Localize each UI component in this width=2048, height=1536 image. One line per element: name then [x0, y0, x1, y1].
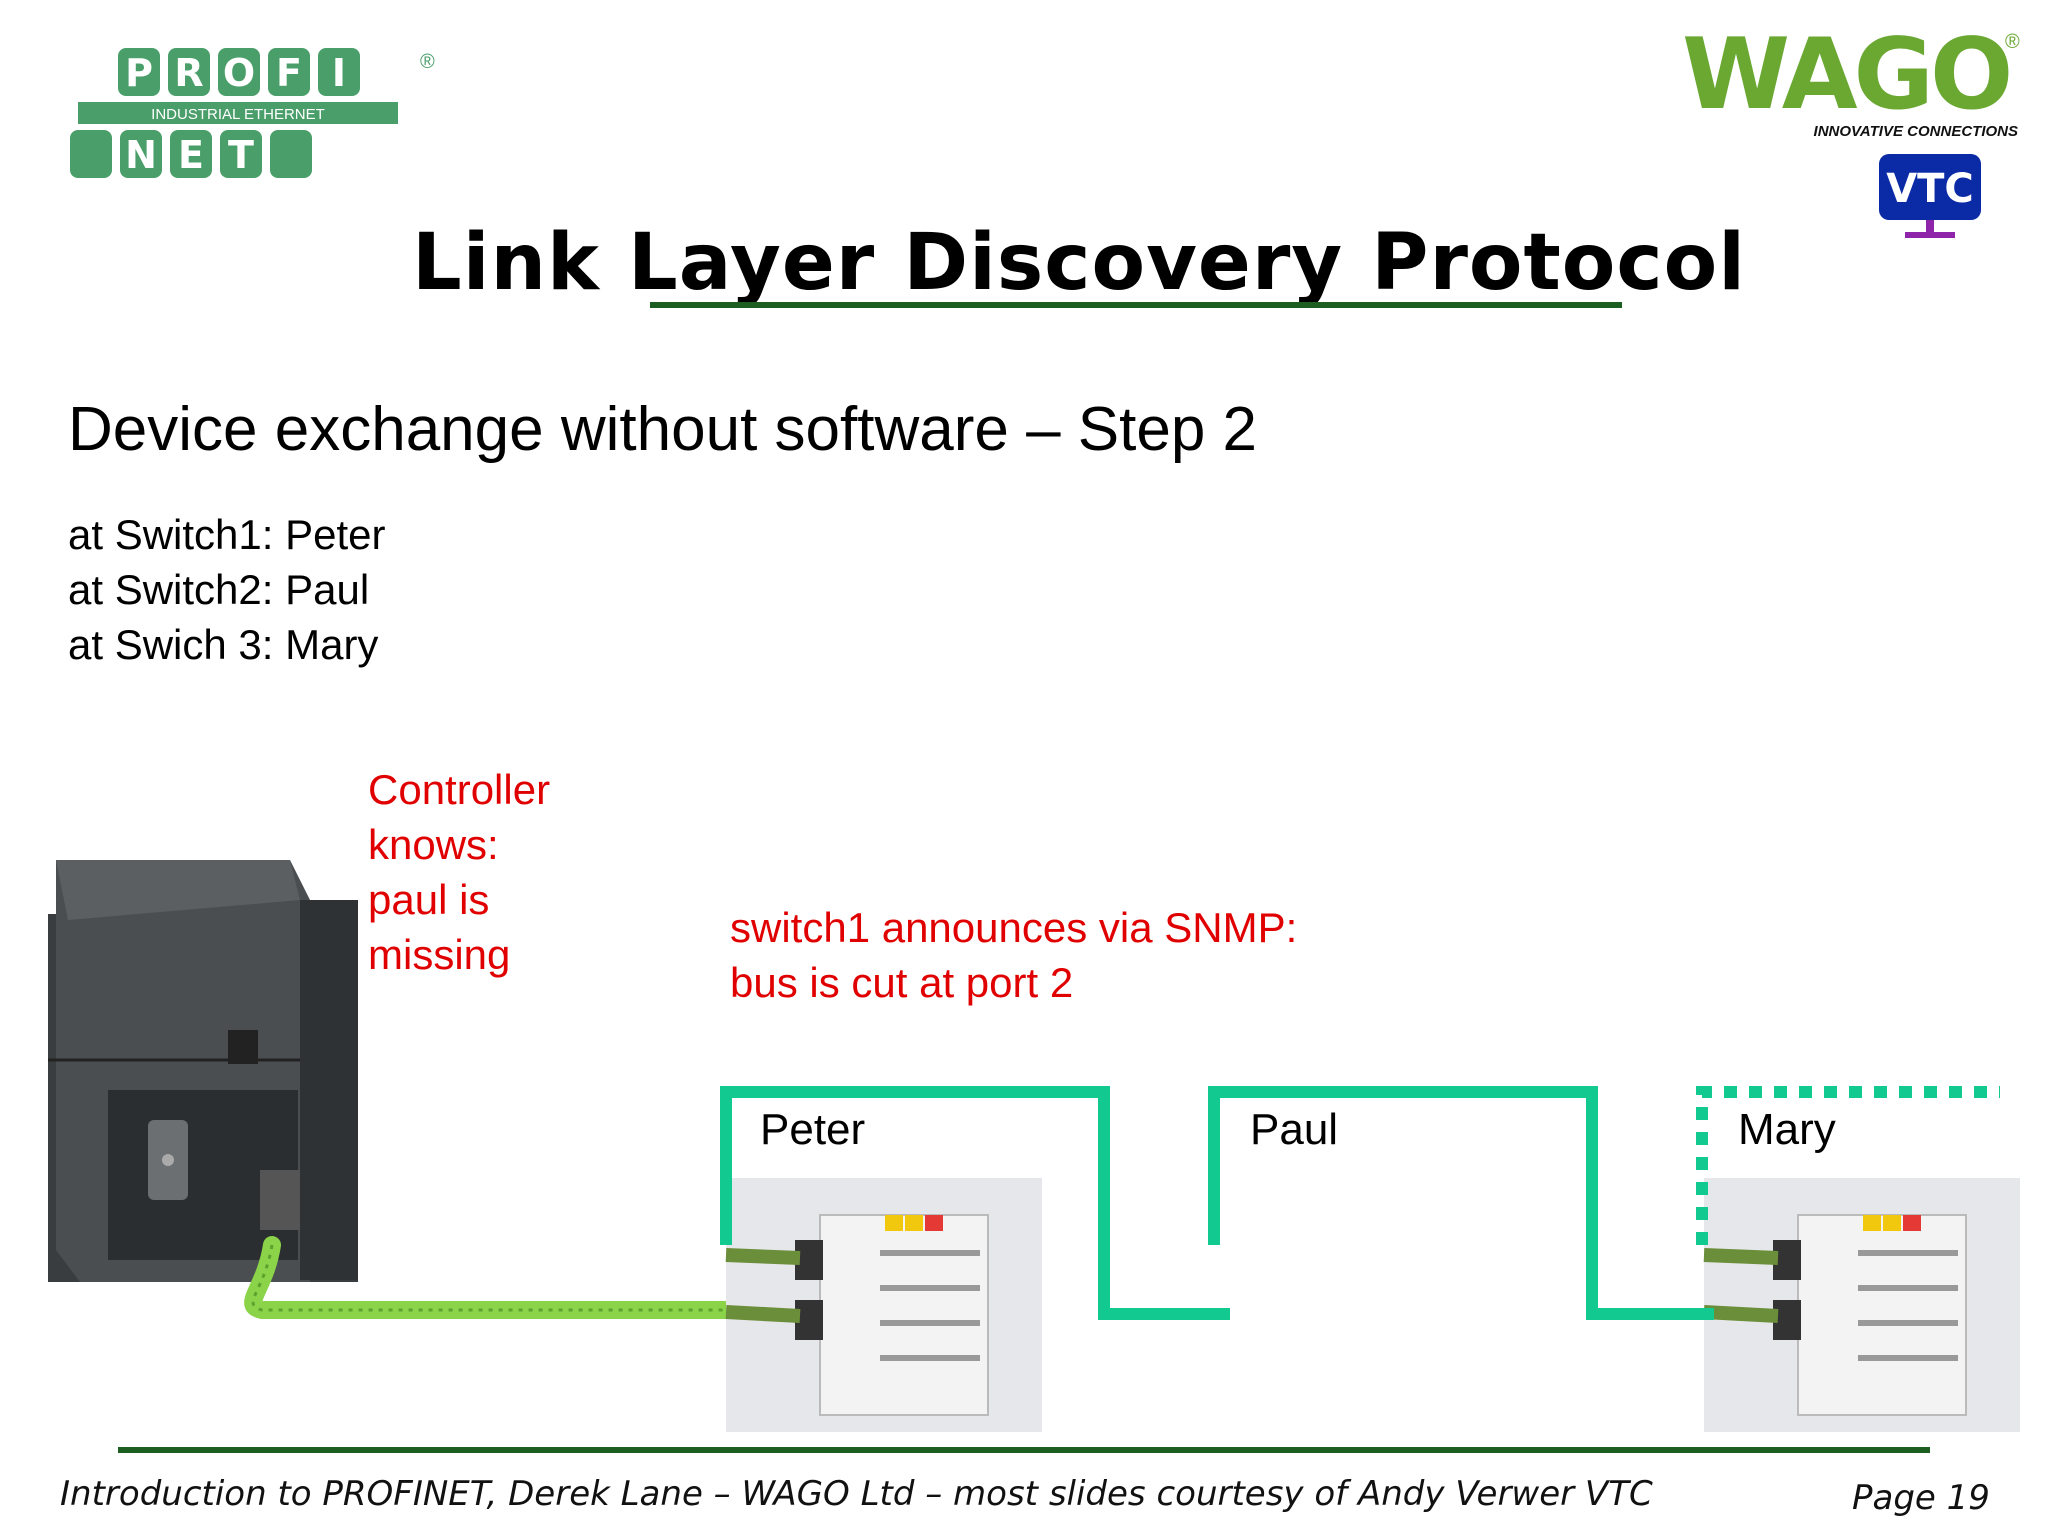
device-label-paul: Paul: [1250, 1105, 1339, 1154]
profinet-letter-tile: I: [332, 51, 346, 95]
peter-device-image: [725, 1178, 1042, 1432]
assignment-line: at Swich 3: Mary: [68, 621, 379, 668]
profinet-letter-tile: R: [174, 51, 203, 95]
footer-text: Introduction to PROFINET, Derek Lane – W…: [60, 1474, 1653, 1514]
switch-assignments: at Switch1: Peter at Switch2: Paul at Sw…: [68, 507, 385, 672]
assignment-line: at Switch1: Peter: [68, 511, 386, 558]
svg-text:WAGO: WAGO: [1682, 28, 2009, 132]
mary-link-frame: [1696, 1086, 2000, 1245]
note-line: Controller: [368, 766, 551, 813]
peter-link-frame: [720, 1086, 1230, 1320]
note-line: knows:: [368, 821, 499, 868]
device-label-peter: Peter: [760, 1105, 866, 1154]
note-line: switch1 announces via SNMP:: [730, 904, 1298, 951]
slide-subtitle: Device exchange without software – Step …: [68, 395, 1258, 464]
slide-title: Link Layer Discovery Protocol: [412, 218, 1746, 308]
svg-text:VTC: VTC: [1886, 166, 1974, 212]
note-line: bus is cut at port 2: [730, 959, 1074, 1006]
footer-rule: [118, 1447, 1930, 1453]
note-line: missing: [368, 931, 511, 978]
note-line: paul is: [368, 876, 490, 923]
profinet-letter-tile: F: [276, 51, 302, 95]
profinet-letter-tile: P: [125, 51, 153, 95]
profinet-letter-tile: O: [223, 51, 255, 95]
mary-device-image: [1703, 1178, 2020, 1432]
page-number: Page 19: [1852, 1478, 1990, 1518]
profinet-letter-tile: N: [125, 133, 157, 177]
svg-text:INNOVATIVE CONNECTIONS: INNOVATIVE CONNECTIONS: [1814, 123, 2018, 140]
svg-text:®: ®: [2005, 31, 2020, 53]
wago-logo: WAGO ® INNOVATIVE CONNECTIONS: [1682, 28, 2020, 140]
title-underline: [650, 302, 1622, 308]
paul-link-frame: [1208, 1086, 1714, 1320]
controller-device: [48, 860, 358, 1282]
profinet-band-text: INDUSTRIAL ETHERNET: [151, 106, 325, 123]
snmp-note: switch1 announces via SNMP: bus is cut a…: [730, 900, 1297, 1010]
device-label-mary: Mary: [1738, 1105, 1836, 1154]
svg-text:®: ®: [420, 51, 435, 73]
profinet-letter-tile: T: [228, 133, 254, 177]
profinet-letter-tile: E: [178, 133, 204, 177]
controller-note: Controller knows: paul is missing: [368, 762, 550, 982]
assignment-line: at Switch2: Paul: [68, 566, 370, 613]
profinet-logo: P R O F I N E T INDUSTRIAL ETHERNET ®: [70, 48, 435, 178]
vtc-logo: VTC: [1879, 154, 1981, 238]
